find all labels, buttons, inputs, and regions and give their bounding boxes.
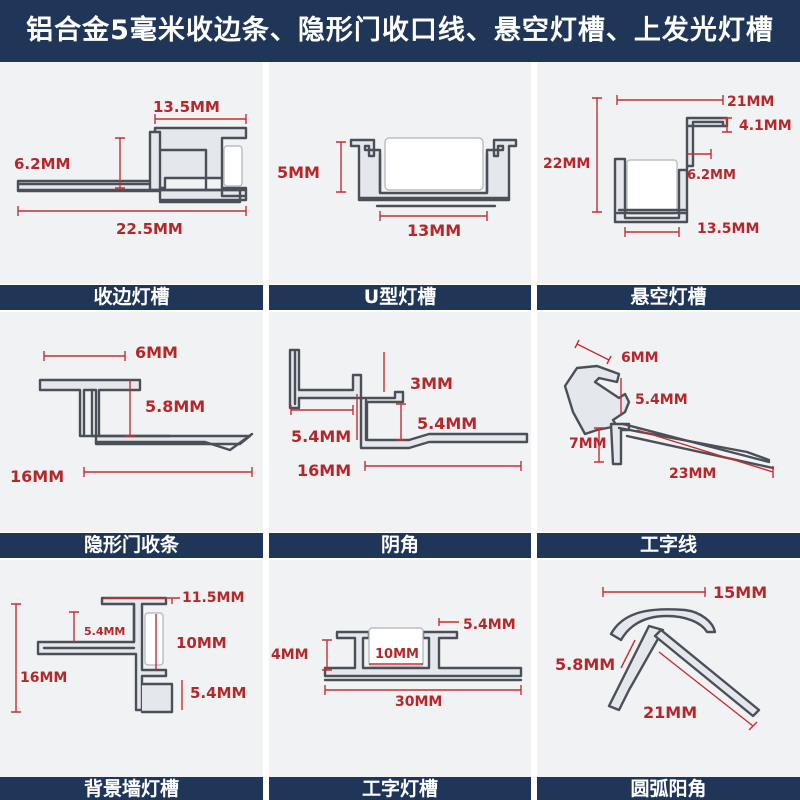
dim-label: 21MM: [727, 94, 774, 110]
dim-label: 16MM: [20, 670, 67, 686]
dim-label: 5.8MM: [145, 397, 205, 416]
dim-label: 11.5MM: [182, 590, 244, 606]
dim-label: 6.2MM: [687, 168, 736, 183]
edge-trim-light-slot-diagram: 13.5MM 6.2MM 22.5MM: [14, 98, 248, 238]
dim-label: 7MM: [569, 436, 607, 452]
dim-label: 13MM: [407, 221, 461, 240]
hidden-door-trim-diagram: 6MM 5.8MM 16MM: [10, 343, 254, 486]
dim-label: 16MM: [297, 461, 351, 480]
dim-label: 5.4MM: [463, 617, 516, 633]
dim-label: 22.5MM: [116, 220, 183, 238]
dim-label: 5.4MM: [190, 684, 246, 702]
column-separator: [531, 62, 537, 800]
dim-label: 23MM: [669, 466, 716, 482]
panel-3-caption: 悬空灯槽: [537, 285, 800, 310]
floating-light-slot-diagram: 21MM 4.1MM 22MM 6.2MM 13.5MM: [543, 94, 792, 237]
inner-corner-diagram: 3MM 5.4MM 5.4MM 16MM: [288, 348, 529, 480]
dim-label: 6MM: [135, 343, 178, 362]
dim-label: 5.4MM: [84, 625, 125, 638]
i-beam-line-diagram: 6MM 5.4MM 7MM 23MM: [563, 339, 775, 482]
background-wall-light-slot-diagram: 11.5MM 5.4MM 10MM 16MM 5.4MM: [11, 590, 246, 714]
dim-label: 30MM: [395, 694, 442, 710]
dim-label: 5.4MM: [291, 427, 351, 446]
u-shape-light-slot-diagram: 5MM 13MM: [277, 137, 518, 240]
panel-5-caption: 阴角: [269, 533, 531, 558]
dim-label: 6MM: [621, 350, 659, 366]
dim-label: 10MM: [176, 634, 227, 652]
page-title: 铝合金5毫米收边条、隐形门收口线、悬空灯槽、上发光灯槽: [0, 0, 800, 62]
panel-1-caption: 收边灯槽: [0, 285, 263, 310]
arc-outer-corner-diagram: 15MM 5.8MM 21MM: [555, 583, 767, 731]
dim-label: 5MM: [277, 163, 320, 182]
panel-7-drawing: [0, 560, 263, 777]
panel-2-caption: U型灯槽: [269, 285, 531, 310]
dim-label: 4.1MM: [739, 118, 792, 134]
dim-label: 13.5MM: [153, 98, 220, 116]
dim-label: 5.4MM: [417, 414, 477, 433]
dim-label: 10MM: [375, 647, 419, 662]
panel-9-caption: 圆弧阳角: [537, 777, 800, 800]
dim-label: 4MM: [271, 647, 309, 663]
dim-label: 3MM: [410, 374, 453, 393]
dim-label: 5.8MM: [555, 655, 615, 674]
panel-9-drawing: [537, 560, 800, 777]
i-beam-light-slot-diagram: 4MM 5.4MM 10MM 30MM: [271, 617, 523, 710]
panel-4-caption: 隐形门收条: [0, 533, 263, 558]
dim-label: 15MM: [713, 583, 767, 602]
dim-label: 21MM: [643, 703, 697, 722]
column-separator: [263, 62, 269, 800]
panel-4-drawing: [0, 312, 263, 532]
dim-label: 22MM: [543, 156, 590, 172]
dim-label: 16MM: [10, 467, 64, 486]
panel-6-caption: 工字线: [537, 533, 800, 558]
panel-8-caption: 工字灯槽: [269, 777, 531, 800]
panel-5-drawing: [269, 312, 531, 532]
dim-label: 13.5MM: [697, 221, 759, 237]
dim-label: 6.2MM: [14, 155, 70, 173]
panel-7-caption: 背景墙灯槽: [0, 777, 263, 800]
dim-label: 5.4MM: [635, 392, 688, 408]
